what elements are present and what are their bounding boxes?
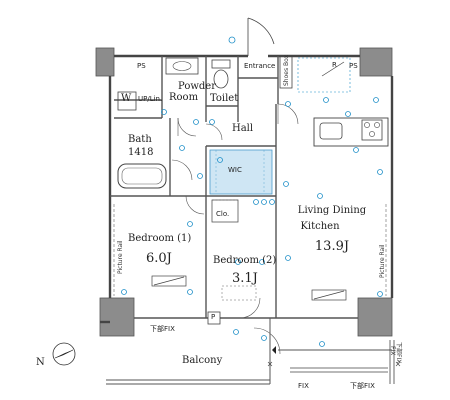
- powder-room-label-2: Room: [169, 92, 199, 103]
- wic-hatch: [215, 150, 265, 194]
- balcony-label: Balcony: [182, 355, 223, 366]
- column-top-right: [359, 47, 393, 77]
- outer-walls: [100, 54, 394, 324]
- closet-label: Clo.: [216, 210, 230, 218]
- fix-balcony-label: 下部FIX: [150, 325, 175, 333]
- compass-icon: [52, 342, 76, 366]
- entrance-label: Entrance: [244, 62, 276, 70]
- ps-left-label: PS: [137, 62, 146, 70]
- bedroom2-size-label: 3.1J: [232, 271, 258, 286]
- r-mark-label: R: [332, 61, 337, 69]
- fix-bottom-right-label: 下部FIX: [350, 382, 375, 390]
- entrance-dashed-region: [297, 57, 351, 93]
- fix-right-label-2: 下部FIX: [395, 342, 402, 364]
- bath-size-label: 1418: [128, 147, 154, 158]
- closet: [211, 199, 239, 223]
- picture-rail-right-label: Picture Rail: [379, 244, 386, 278]
- kitchen-counter: [313, 117, 389, 147]
- balcony-outline: [106, 318, 392, 385]
- p-mark-label: P: [211, 313, 216, 321]
- interior-walls: [110, 56, 358, 319]
- cooktop: [361, 119, 383, 141]
- fix-bottom-label: FIX: [298, 382, 309, 390]
- ldk-size-label: 13.9J: [314, 239, 350, 254]
- washbasin: [165, 57, 199, 75]
- up-lin-label: UP/Lin.: [138, 95, 163, 103]
- washer-box: [117, 91, 137, 111]
- p-box: [207, 311, 221, 325]
- picture-rail-left-label: Picture Rail: [117, 240, 124, 274]
- bath-label: Bath: [128, 134, 152, 145]
- door-swings: [171, 103, 299, 355]
- bathtub: [117, 163, 167, 189]
- outlets: [121, 36, 383, 347]
- bedroom2-label: Bedroom (2): [213, 255, 277, 266]
- column-group: [95, 47, 393, 337]
- ps-right-label: PS: [349, 62, 358, 70]
- ldk-label-1: Living Dining: [297, 205, 367, 216]
- powder-room-label-1: Powder: [178, 81, 217, 92]
- shoes-box-label: Shoes Box: [283, 54, 290, 86]
- shoes-box: [279, 55, 293, 89]
- wic-label: WIC: [228, 166, 242, 174]
- fix-markers: [267, 346, 401, 367]
- bedroom1-label: Bedroom (1): [128, 233, 192, 244]
- windows: [290, 340, 395, 384]
- column-top-left: [95, 47, 115, 77]
- bedroom2-dashed-area: [221, 285, 257, 301]
- washer-label: W: [121, 93, 132, 104]
- bedroom1-size-label: 6.0J: [146, 251, 172, 266]
- picture-rails: [113, 204, 387, 296]
- compass-north-label: N: [36, 357, 45, 368]
- ldk-label-2: Kitchen: [300, 221, 340, 232]
- entrance-door: [247, 17, 275, 56]
- ac-units: [151, 275, 347, 301]
- toilet-fixture: [211, 59, 231, 89]
- column-bottom-right: [357, 297, 393, 337]
- toilet-label: Toilet: [210, 93, 239, 104]
- column-bottom-left: [99, 297, 135, 337]
- hall-label: Hall: [232, 123, 254, 134]
